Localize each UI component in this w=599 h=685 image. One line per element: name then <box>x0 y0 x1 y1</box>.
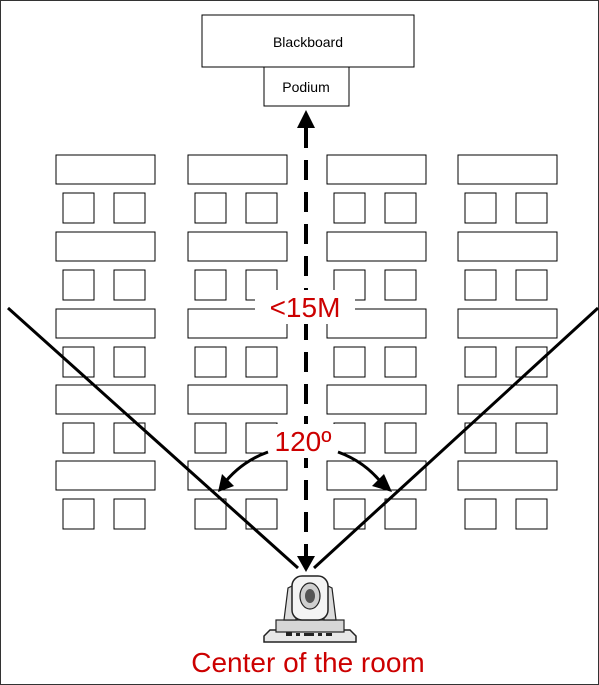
desk <box>457 384 558 415</box>
chair <box>333 346 366 378</box>
desk <box>457 460 558 491</box>
chair <box>464 269 497 301</box>
podium: Podium <box>263 66 350 107</box>
chair <box>464 346 497 378</box>
desk <box>55 154 156 185</box>
chair <box>62 192 95 224</box>
angle-arrows <box>218 450 392 492</box>
angle-label: 120º <box>275 426 332 457</box>
chair <box>515 269 548 301</box>
chair <box>194 346 227 378</box>
desk <box>326 384 427 415</box>
caption: Center of the room <box>191 647 424 678</box>
chair <box>333 422 366 454</box>
desk <box>55 460 156 491</box>
chair <box>194 192 227 224</box>
ptz-camera-icon <box>263 575 357 643</box>
chair <box>194 422 227 454</box>
desk <box>326 231 427 262</box>
distance-label: <15M <box>270 292 341 323</box>
desk <box>187 154 288 185</box>
chair <box>62 498 95 530</box>
chair <box>384 498 417 530</box>
chair <box>384 422 417 454</box>
chair <box>113 498 146 530</box>
desk <box>55 308 156 339</box>
chair <box>113 269 146 301</box>
chair <box>464 192 497 224</box>
chair <box>464 422 497 454</box>
chair <box>245 192 278 224</box>
chair <box>333 498 366 530</box>
desk <box>457 231 558 262</box>
chair <box>62 422 95 454</box>
chair <box>464 498 497 530</box>
desk <box>457 154 558 185</box>
arrow-down-head <box>297 556 315 572</box>
desk <box>187 231 288 262</box>
chair <box>62 269 95 301</box>
blackboard: Blackboard <box>201 14 415 68</box>
chair <box>194 498 227 530</box>
desk <box>55 231 156 262</box>
chair <box>333 192 366 224</box>
blackboard-label: Blackboard <box>273 34 343 50</box>
distance-arrow <box>297 110 315 572</box>
desk <box>55 384 156 415</box>
desk <box>457 308 558 339</box>
desk <box>187 384 288 415</box>
desk <box>187 460 288 491</box>
seating-area <box>55 154 558 530</box>
podium-label: Podium <box>282 79 329 95</box>
chair <box>515 498 548 530</box>
chair <box>384 192 417 224</box>
chair <box>515 192 548 224</box>
chair <box>113 192 146 224</box>
chair <box>384 346 417 378</box>
chair <box>113 346 146 378</box>
distance-label-group: <15M <box>255 290 355 324</box>
desk <box>326 154 427 185</box>
chair <box>384 269 417 301</box>
chair <box>245 346 278 378</box>
field-of-view-lines <box>6 306 599 570</box>
angle-label-group: 120º <box>268 424 338 458</box>
chair <box>515 346 548 378</box>
chair <box>194 269 227 301</box>
arrow-up-head <box>297 110 315 128</box>
chair <box>515 422 548 454</box>
